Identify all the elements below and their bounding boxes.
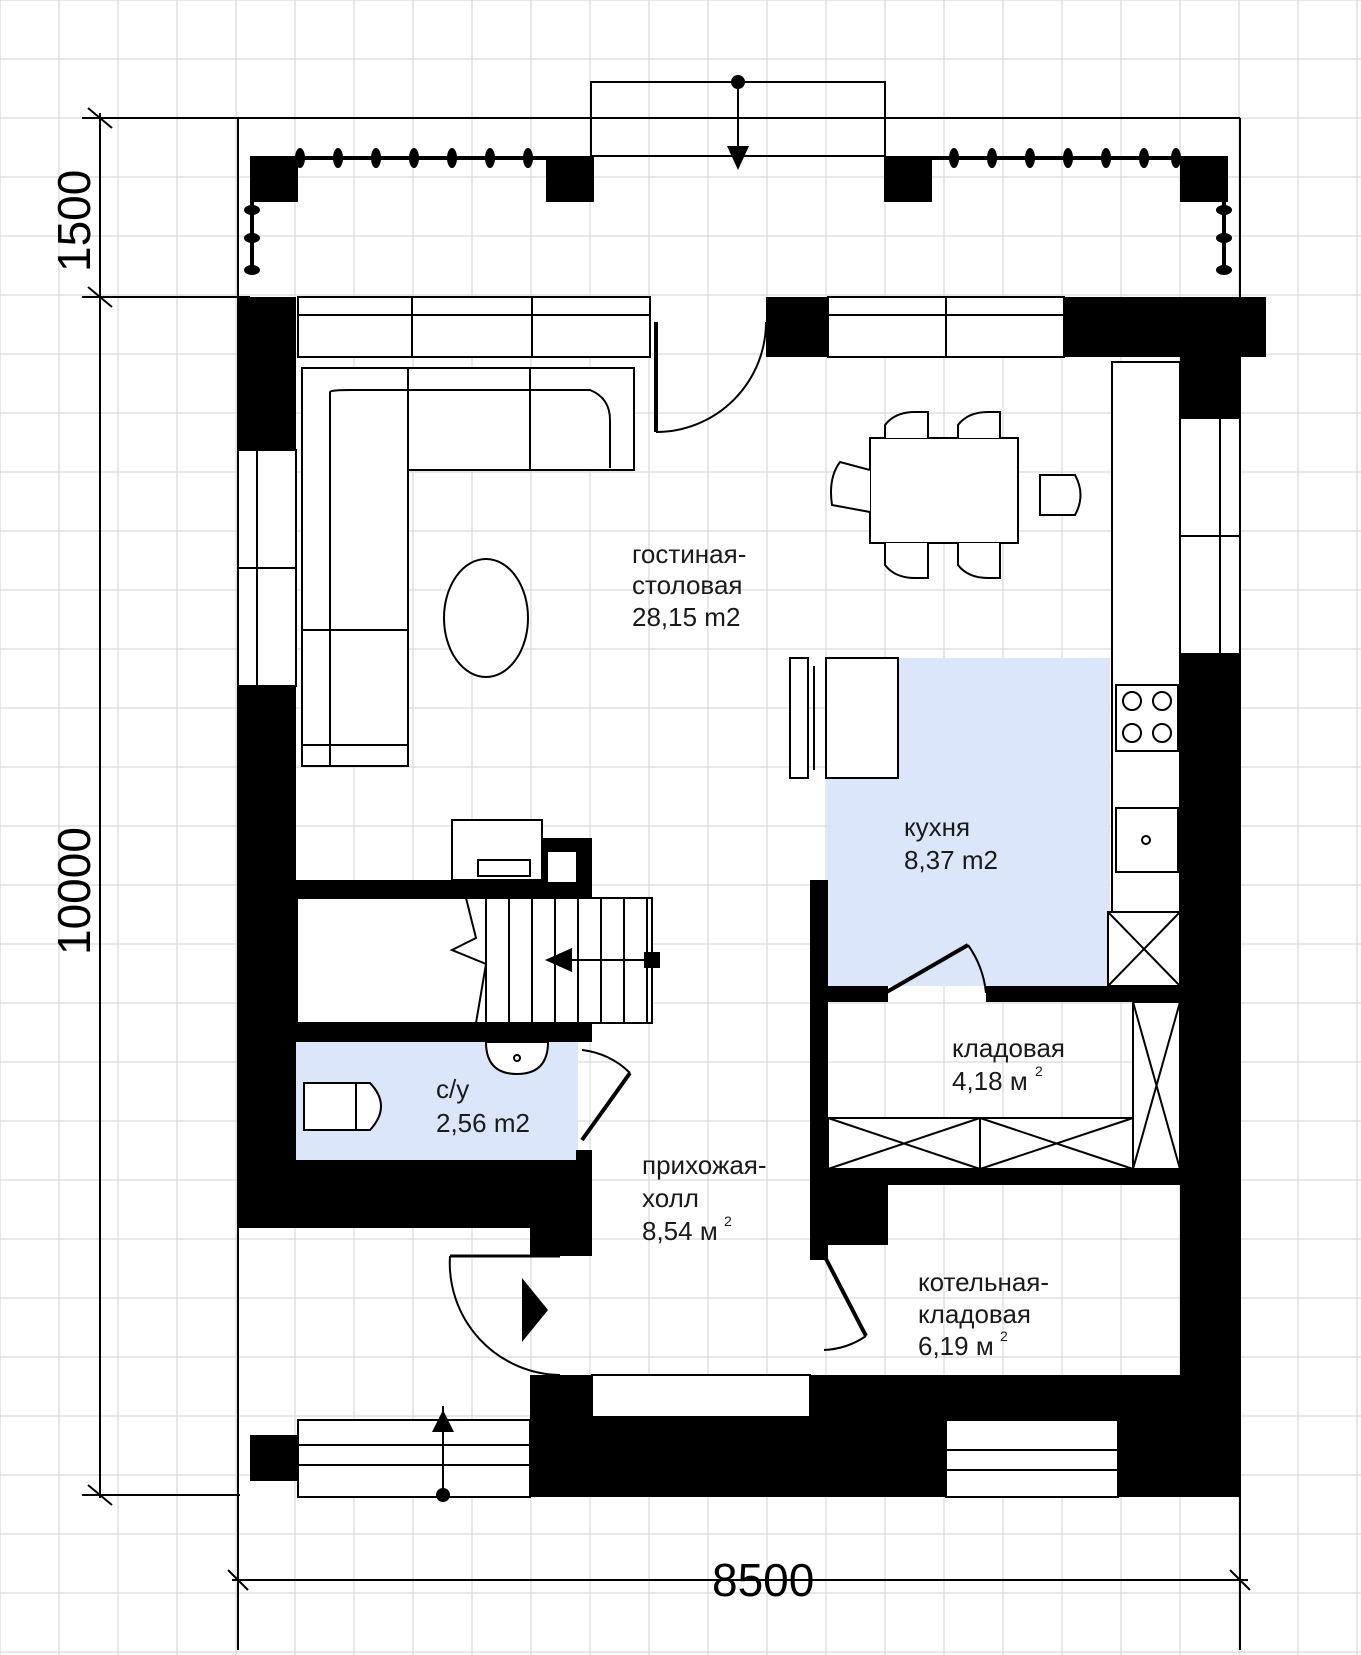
living-room-area: 28,15 m2 (632, 602, 740, 632)
wc-name: с/у (436, 1074, 469, 1104)
pantry-name: кладовая (952, 1033, 1065, 1063)
room-labels: гостиная- столовая 28,15 m2 кухня 8,37 m… (436, 539, 1065, 1361)
walls (238, 297, 1266, 1497)
dimension-house-width: 8500 (712, 1554, 814, 1606)
living-room-name-line1: гостиная- (632, 539, 746, 569)
doors (432, 321, 987, 1502)
windows (237, 296, 1241, 1498)
terrace (238, 75, 1240, 275)
hall-area: 8,54 м (642, 1216, 718, 1246)
boiler-room-name-line2: кладовая (918, 1299, 1031, 1329)
hall-area-superscript: 2 (724, 1213, 732, 1229)
pantry-area: 4,18 м (952, 1066, 1028, 1096)
boiler-room-name-line1: котельная- (918, 1267, 1049, 1297)
hall-name-line1: прихожая- (642, 1150, 767, 1180)
furniture (301, 361, 1181, 1418)
staircase (295, 897, 660, 1024)
pantry-area-superscript: 2 (1035, 1063, 1043, 1079)
boiler-room-area-superscript: 2 (1000, 1328, 1008, 1344)
kitchen-name: кухня (904, 812, 970, 842)
dimension-house-depth: 10000 (48, 827, 100, 955)
wc-area: 2,56 m2 (436, 1108, 530, 1138)
hall-name-line2: холл (642, 1183, 699, 1213)
boiler-room-area: 6,19 м (918, 1331, 994, 1361)
living-room-name-line2: столовая (632, 570, 743, 600)
dimension-porch-depth: 1500 (48, 170, 100, 272)
kitchen-area: 8,37 m2 (904, 845, 998, 875)
